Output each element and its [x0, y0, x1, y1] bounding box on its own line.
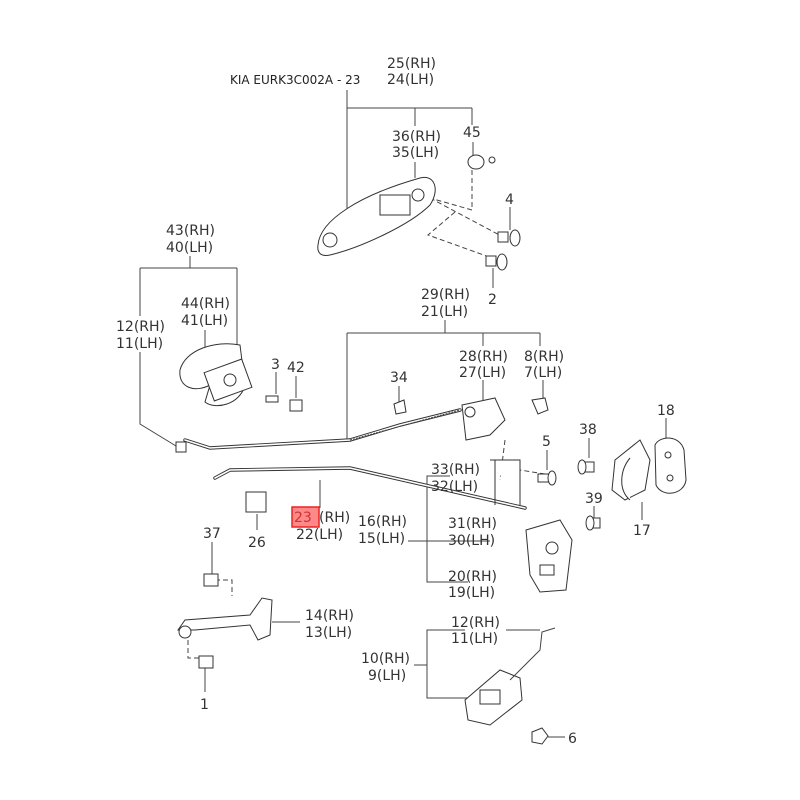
callout-2[interactable]: 2: [488, 292, 497, 308]
leader-lines: [139, 90, 667, 738]
callout-36-rh[interactable]: 36(RH): [392, 129, 441, 145]
screw-3: [265, 395, 279, 403]
door-latch: [525, 519, 573, 593]
door-checker: [177, 597, 273, 641]
callout-12-rh-lower[interactable]: 12(RH): [451, 615, 500, 631]
striker: [611, 439, 651, 501]
callout-39[interactable]: 39: [585, 491, 603, 507]
callout-12-rh-upper[interactable]: 12(RH): [116, 319, 165, 335]
diagram-title: KIA EURK3C002A - 23: [230, 73, 360, 87]
callout-29-rh[interactable]: 29(RH): [421, 287, 470, 303]
screw-4: [497, 229, 521, 247]
callout-44-rh[interactable]: 44(RH): [181, 296, 230, 312]
callout-3[interactable]: 3: [271, 357, 280, 373]
callout-10-rh[interactable]: 10(RH): [361, 651, 410, 667]
bolt-1: [198, 655, 214, 669]
callout-23-highlighted[interactable]: 23: [294, 510, 312, 526]
callout-25-rh[interactable]: 25(RH): [387, 56, 436, 72]
callout-26[interactable]: 26: [248, 535, 266, 551]
callout-32-lh[interactable]: 32(LH): [431, 479, 478, 495]
callout-30-lh[interactable]: 30(LH): [448, 533, 495, 549]
callout-17[interactable]: 17: [633, 523, 651, 539]
callout-21-lh[interactable]: 21(LH): [421, 304, 468, 320]
callout-20-rh[interactable]: 20(RH): [448, 569, 497, 585]
rods: [183, 408, 527, 510]
callout-4[interactable]: 4: [505, 192, 514, 208]
bolt-38: [577, 459, 595, 475]
callout-15-lh[interactable]: 15(LH): [358, 531, 405, 547]
bolt-39: [585, 515, 601, 531]
callout-19-lh[interactable]: 19(LH): [448, 585, 495, 601]
screw-2: [485, 253, 508, 271]
clip-8: [531, 397, 549, 415]
callout-6[interactable]: 6: [568, 731, 577, 747]
callout-9-lh[interactable]: 9(LH): [368, 668, 406, 684]
cylinder-cap: [467, 154, 496, 170]
inside-handle: [179, 343, 253, 407]
callout-7-lh[interactable]: 7(LH): [524, 365, 562, 381]
screw-5: [537, 470, 557, 486]
callout-45[interactable]: 45: [463, 125, 481, 141]
callout-labels: 25(RH) 24(LH) 36(RH) 35(LH) 45 4 2 43(RH…: [116, 56, 675, 747]
callout-40-lh[interactable]: 40(LH): [166, 240, 213, 256]
callout-35-lh[interactable]: 35(LH): [392, 145, 439, 161]
callout-23-rh-suffix: (RH): [319, 510, 350, 526]
callout-13-lh[interactable]: 13(LH): [305, 625, 352, 641]
lock-actuator: [461, 397, 506, 441]
callout-8-rh[interactable]: 8(RH): [524, 349, 564, 365]
clip-26: [245, 491, 267, 513]
callout-43-rh[interactable]: 43(RH): [166, 223, 215, 239]
callout-24-lh[interactable]: 24(LH): [387, 72, 434, 88]
callout-18[interactable]: 18: [657, 403, 675, 419]
callout-33-rh[interactable]: 33(RH): [431, 462, 480, 478]
bolt-37: [203, 573, 219, 587]
callout-5[interactable]: 5: [542, 434, 551, 450]
callout-31-rh[interactable]: 31(RH): [448, 516, 497, 532]
clip-34: [393, 399, 407, 415]
callout-27-lh[interactable]: 27(LH): [459, 365, 506, 381]
callout-11-lh-upper[interactable]: 11(LH): [116, 336, 163, 352]
callout-16-rh[interactable]: 16(RH): [358, 514, 407, 530]
cap-42: [289, 399, 303, 412]
callout-42[interactable]: 42: [287, 360, 305, 376]
clip-12: [175, 441, 187, 453]
outside-handle: [317, 176, 436, 256]
callout-34[interactable]: 34: [390, 370, 408, 386]
callout-14-rh[interactable]: 14(RH): [305, 608, 354, 624]
shim-plate: [654, 437, 687, 494]
callout-37[interactable]: 37: [203, 526, 221, 542]
callout-11-lh-lower[interactable]: 11(LH): [451, 631, 498, 647]
highlight-box: [291, 506, 320, 528]
remote-control: [464, 627, 556, 726]
callout-41-lh[interactable]: 41(LH): [181, 313, 228, 329]
rod-33: [490, 459, 521, 505]
bolt-6: [531, 727, 549, 745]
callout-1[interactable]: 1: [200, 697, 209, 713]
callout-28-rh[interactable]: 28(RH): [459, 349, 508, 365]
callout-22-lh[interactable]: 22(LH): [296, 527, 343, 543]
callout-38[interactable]: 38: [579, 422, 597, 438]
